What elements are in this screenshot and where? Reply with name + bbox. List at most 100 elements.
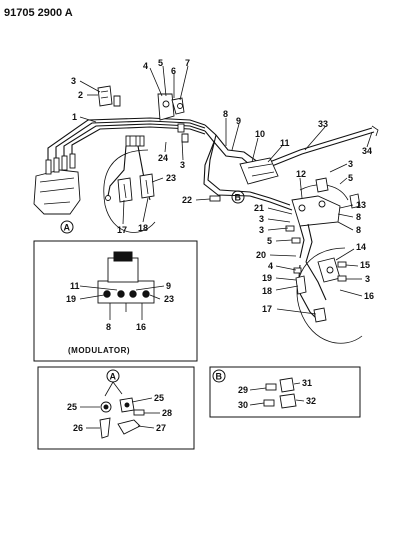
modulator-motor: [107, 257, 139, 283]
callout-1: 1: [72, 112, 77, 122]
callout-18-left: 18: [138, 223, 148, 233]
detail-b-callout-32: 32: [306, 396, 316, 406]
bolt-3-lower: [337, 275, 347, 282]
detail-b-callout-29: 29: [238, 385, 248, 395]
modulator-inset: 11 9 19 23 8 16 (MODULATOR): [33, 240, 198, 362]
callout-20: 20: [256, 250, 266, 260]
main-assembly: A B: [33, 85, 379, 344]
mod-callout-23: 23: [164, 294, 174, 304]
callout-3-lower-right: 3: [365, 274, 370, 284]
pipe-clamp-bracket: [157, 93, 185, 121]
callout-10: 10: [255, 129, 265, 139]
detail-marker-a: [60, 220, 74, 234]
detail-marker-b: [231, 190, 245, 204]
callout-23-main: 23: [166, 173, 176, 183]
port-19: [103, 290, 111, 298]
bolt-22: [209, 195, 221, 202]
callout-24: 24: [158, 153, 168, 163]
callout-22: 22: [182, 195, 192, 205]
callout-13: 13: [356, 200, 366, 210]
callout-5-mid: 5: [267, 236, 272, 246]
callout-33: 33: [318, 119, 328, 129]
bracket-27: [117, 419, 141, 435]
callout-3: 3: [71, 76, 76, 86]
mod-callout-8: 8: [106, 322, 111, 332]
bolt-3-right: [285, 225, 295, 232]
callout-12: 12: [296, 169, 306, 179]
callout-16-right: 16: [364, 291, 374, 301]
detail-a-inset: A 25 25 28 26 27: [37, 366, 195, 450]
port-9: [129, 290, 137, 298]
diagram-code: 91705 2900 A: [4, 7, 73, 19]
modulator-connector: [113, 251, 133, 262]
detail-a-callout-27: 27: [156, 423, 166, 433]
bolt-15: [337, 261, 347, 268]
port-23: [142, 290, 150, 298]
bolt-28: [133, 409, 145, 416]
detail-a-marker-label: A: [110, 372, 117, 382]
callout-8-right-lower: 8: [356, 225, 361, 235]
mod-callout-16: 16: [136, 322, 146, 332]
clip-31: [279, 377, 295, 393]
modulator-frame: [33, 240, 198, 362]
callout-4-lower: 4: [268, 261, 273, 271]
bolt-29: [265, 383, 277, 391]
callout-3-right: 3: [348, 159, 353, 169]
right-bracket-assembly: [291, 177, 361, 263]
callout-4: 4: [143, 61, 148, 71]
callout-15: 15: [360, 260, 370, 270]
pipe-joint-24: [125, 133, 189, 147]
callout-7: 7: [185, 58, 190, 68]
detail-b-frame: [209, 366, 361, 418]
callout-labels: 3 2 1 4 5 6 7 8 9 10 11 33 34 3 5 12 13 …: [71, 58, 374, 314]
callout-14: 14: [356, 242, 366, 252]
callout-17-left: 17: [117, 225, 127, 235]
callout-34: 34: [362, 146, 372, 156]
bolt-30: [263, 399, 275, 407]
detail-marker-a-label: A: [64, 223, 71, 233]
detail-a-frame: [37, 366, 195, 450]
front-left-brake: [103, 145, 156, 233]
bracket-26: [99, 417, 111, 439]
detail-marker-b-label: B: [235, 193, 242, 203]
detail-b-callout-31: 31: [302, 378, 312, 388]
mod-callout-11: 11: [70, 281, 80, 291]
junction-block: [239, 157, 279, 185]
mod-callout-9: 9: [166, 281, 171, 291]
detail-a-callout-25-left: 25: [67, 402, 77, 412]
callout-9: 9: [236, 116, 241, 126]
port-11: [117, 290, 125, 298]
callout-6: 6: [171, 66, 176, 76]
leader-lines: [79, 65, 373, 315]
master-cylinder: [33, 153, 81, 215]
bolt-3-upper: [177, 123, 185, 133]
detail-b-inset: B 29 31 30 32: [209, 366, 361, 418]
callout-2: 2: [78, 90, 83, 100]
detail-b-marker: [212, 369, 226, 383]
callout-3-mid-upper: 3: [180, 160, 185, 170]
callout-8-right: 8: [356, 212, 361, 222]
rear-brake-line: [261, 125, 379, 171]
detail-a-callout-25-right: 25: [154, 393, 164, 403]
mod-callout-19: 19: [66, 294, 76, 304]
callout-5-right: 5: [348, 173, 353, 183]
detail-b-callout-30: 30: [238, 400, 248, 410]
callout-21: 21: [254, 203, 264, 213]
callout-18-right: 18: [262, 286, 272, 296]
callout-3-mid2: 3: [259, 225, 264, 235]
callout-17-right: 17: [262, 304, 272, 314]
detail-b-marker-label: B: [216, 372, 223, 382]
callout-3-mid: 3: [259, 214, 264, 224]
detail-a-callout-26: 26: [73, 423, 83, 433]
callout-5: 5: [158, 58, 163, 68]
callout-11: 11: [280, 138, 290, 148]
callout-8: 8: [223, 109, 228, 119]
clip-20: [293, 267, 302, 274]
clip-32: [279, 393, 297, 409]
modulator-caption: (MODULATOR): [68, 346, 130, 355]
bracket-2: [97, 85, 121, 107]
bolt-5-right: [291, 237, 301, 244]
detail-a-callout-28: 28: [162, 408, 172, 418]
callout-19-main: 19: [262, 273, 272, 283]
